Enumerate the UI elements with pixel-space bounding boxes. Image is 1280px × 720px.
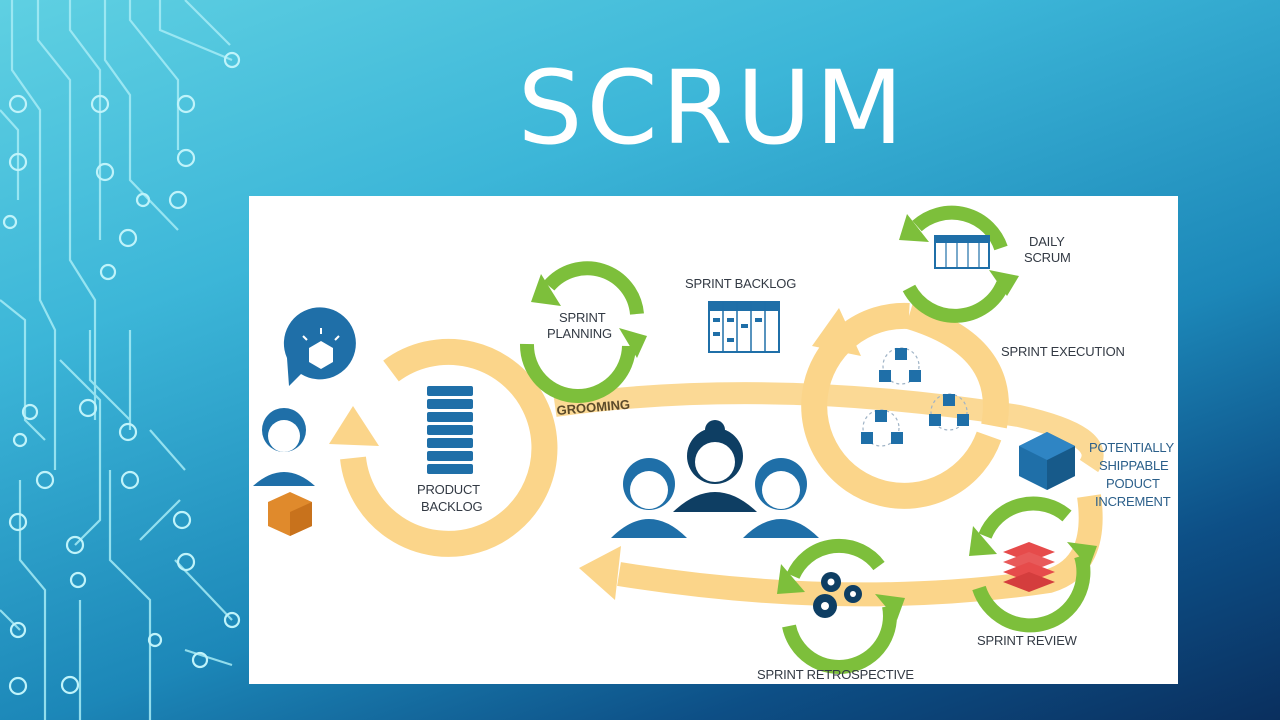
sprint-review-stack-icon [1003, 542, 1055, 592]
scrum-diagram-card: GROOMING [249, 196, 1178, 684]
sprint-execution-loop-arrow [801, 302, 1009, 509]
shippable-increment-label-line1: POTENTIALLY [1089, 440, 1175, 455]
daily-scrum-label-line2: SCRUM [1024, 250, 1071, 265]
sprint-planning-label-line2: PLANNING [547, 326, 612, 341]
daily-scrum-board-icon [934, 235, 990, 269]
idea-bubble-icon [283, 307, 356, 386]
product-box-icon [268, 492, 312, 536]
sprint-retrospective-label: SPRINT RETROSPECTIVE [757, 667, 914, 682]
product-owner-avatar [253, 408, 315, 486]
increment-return-arrowhead [579, 546, 621, 600]
scrum-team-avatars [611, 420, 819, 538]
shippable-increment-cube-icon [1019, 432, 1075, 490]
product-backlog-label-line2: BACKLOG [421, 499, 483, 514]
grooming-arrow [553, 382, 1104, 473]
circuit-decoration [0, 0, 241, 720]
scrum-diagram: GROOMING [253, 205, 1175, 682]
shippable-increment-label-line2: SHIPPABLE [1099, 458, 1169, 473]
daily-scrum-label-line1: DAILY [1029, 234, 1065, 249]
product-backlog-label-line1: PRODUCT [417, 482, 480, 497]
product-backlog-loop-arrow [329, 338, 558, 557]
shippable-increment-label-line3: PODUCT [1106, 476, 1160, 491]
sprint-execution-label: SPRINT EXECUTION [1001, 344, 1125, 359]
sprint-planning-label-line1: SPRINT [559, 310, 606, 325]
sprint-review-cycle [969, 496, 1097, 633]
sprint-planning-cycle [519, 261, 647, 403]
daily-scrum-cycle [899, 205, 1019, 323]
sprint-execution-tasks-icon [861, 347, 969, 447]
gears-icon [813, 572, 862, 618]
sprint-retrospective-cycle [777, 538, 905, 674]
slide-title: SCRUM [517, 49, 908, 168]
product-backlog-stack-icon [427, 386, 473, 474]
sprint-review-label: SPRINT REVIEW [977, 633, 1078, 648]
sprint-backlog-label: SPRINT BACKLOG [685, 276, 796, 291]
sprint-backlog-board-icon [708, 301, 780, 353]
shippable-increment-label-line4: INCREMENT [1095, 494, 1171, 509]
